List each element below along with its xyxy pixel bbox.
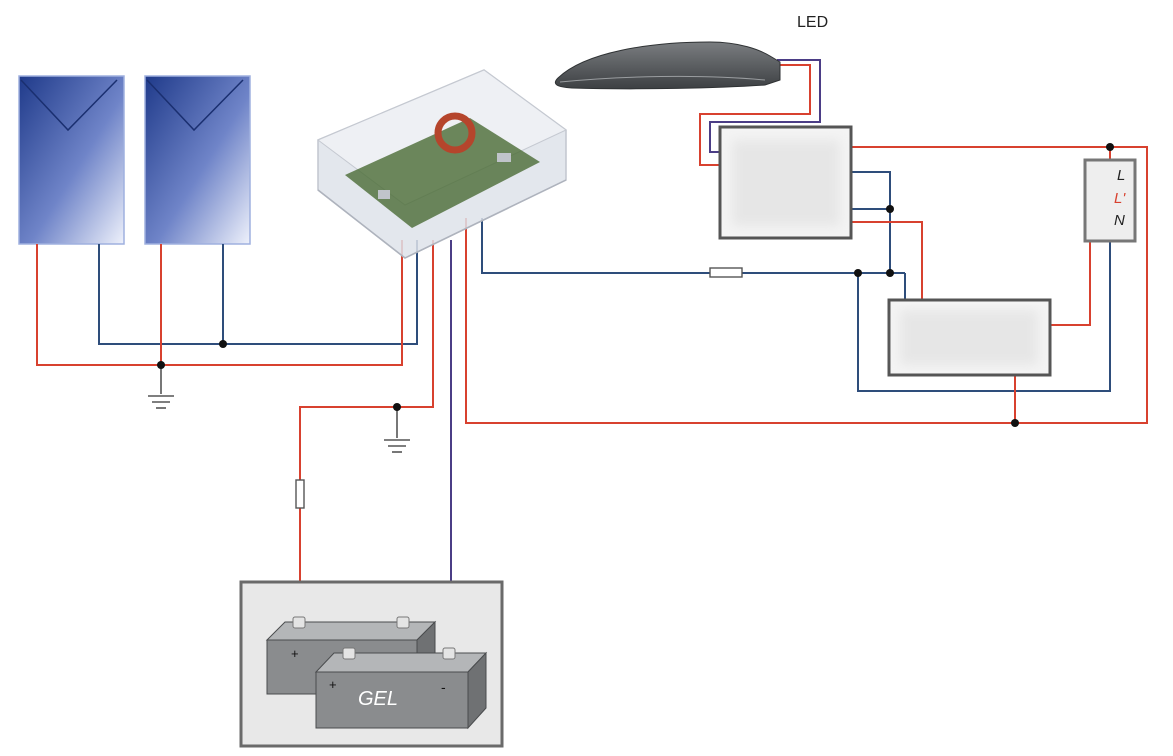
solar-panel-2 [144, 75, 251, 245]
battery-icon: + - GEL [314, 647, 488, 730]
solar-panel-icon [144, 75, 251, 245]
junction-node [1011, 419, 1019, 427]
controller-enclosure-icon [317, 69, 567, 259]
fuse-icon [709, 267, 743, 278]
load-wiring [465, 59, 1148, 427]
switch-block: L L' N [1083, 158, 1137, 243]
battery-plus-label: + [291, 646, 299, 661]
junction-node [854, 269, 862, 277]
led-label: LED [797, 14, 828, 31]
driver-box-upper [718, 125, 853, 240]
led-lamp-icon [554, 41, 781, 90]
battery-gel-label: GEL [358, 688, 398, 710]
driver-box-lower [887, 298, 1052, 377]
ground-icon [384, 439, 410, 453]
junction-node [886, 269, 894, 277]
solar-panel-icon [18, 75, 125, 245]
junction-node [219, 340, 227, 348]
junction-node [1106, 143, 1114, 151]
switch-terminal-n: N [1114, 212, 1125, 229]
junction-node [157, 361, 165, 369]
panel-wiring [36, 240, 418, 394]
battery-enclosure: + + - GEL [239, 580, 504, 748]
junction-node [393, 403, 401, 411]
solar-panel-1 [18, 75, 125, 245]
battery-minus-label: - [441, 679, 446, 695]
switch-terminal-l-prime: L' [1114, 190, 1126, 207]
battery-wiring [295, 240, 452, 582]
switch-terminal-l: L [1117, 167, 1125, 184]
ground-icon [148, 395, 174, 409]
fuse-icon [295, 479, 305, 509]
battery-plus-label: + [329, 677, 337, 692]
junction-node [886, 205, 894, 213]
